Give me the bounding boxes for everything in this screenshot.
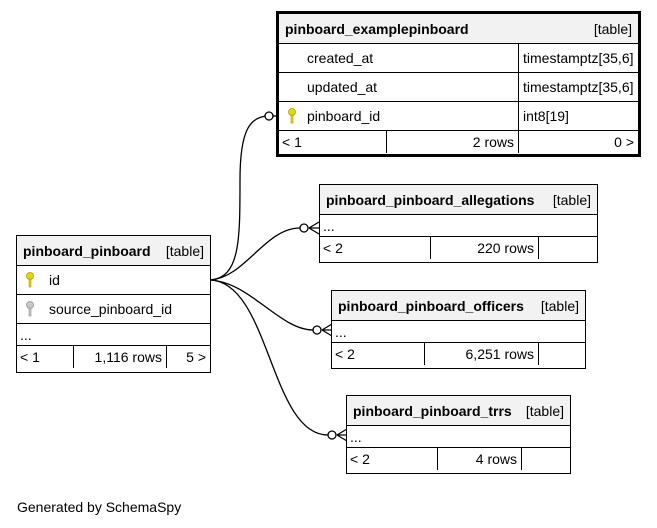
zero-marker — [264, 111, 274, 121]
table-name[interactable]: pinboard_pinboard_trrs — [353, 402, 512, 419]
parents-count[interactable]: < 1 — [17, 346, 74, 368]
table-header: pinboard_examplepinboard [table] — [279, 14, 638, 44]
primary-key-icon — [17, 272, 43, 288]
column-row[interactable]: created_at timestamptz[35,6] — [279, 44, 638, 73]
table-stats: < 1 2 rows 0 > — [279, 131, 638, 153]
table-kind: [table] — [593, 20, 632, 37]
table-stats: < 2 220 rows — [320, 237, 597, 259]
parents-count[interactable]: < 2 — [332, 343, 425, 365]
children-count[interactable] — [522, 448, 570, 470]
table-name[interactable]: pinboard_pinboard_officers — [338, 297, 524, 314]
crowfoot-officers — [321, 323, 333, 337]
table-pinboard-pinboard-officers[interactable]: pinboard_pinboard_officers [table] ... <… — [331, 290, 586, 369]
column-name: pinboard_id — [307, 108, 381, 124]
column-name: source_pinboard_id — [49, 301, 172, 317]
crowfoot-trrs — [336, 428, 348, 442]
column-row[interactable]: id — [17, 266, 210, 295]
row-count: 1,116 rows — [74, 346, 167, 368]
parents-count[interactable]: < 2 — [347, 448, 438, 470]
children-count[interactable] — [539, 237, 597, 259]
column-name: updated_at — [307, 79, 378, 95]
table-pinboard-pinboard-allegations[interactable]: pinboard_pinboard_allegations [table] ..… — [319, 184, 598, 263]
more-columns: ... — [332, 321, 585, 343]
table-kind: [table] — [552, 191, 591, 208]
column-type: timestamptz[35,6] — [523, 79, 634, 95]
children-count[interactable]: 0 > — [614, 134, 634, 150]
table-pinboard-pinboard[interactable]: pinboard_pinboard [table] id source_pinb… — [16, 235, 211, 373]
table-stats: < 1 1,116 rows 5 > — [17, 346, 210, 368]
column-row[interactable]: pinboard_id int8[19] — [279, 102, 638, 131]
table-header: pinboard_pinboard_officers [table] — [332, 291, 585, 321]
crowfoot-allegations — [308, 221, 320, 235]
table-name[interactable]: pinboard_pinboard — [23, 242, 151, 259]
column-type: timestamptz[35,6] — [523, 50, 634, 66]
table-header: pinboard_pinboard_trrs [table] — [347, 396, 570, 426]
zero-marker — [327, 430, 337, 440]
table-kind: [table] — [540, 297, 579, 314]
zero-marker — [299, 223, 309, 233]
row-count: 2 rows — [387, 131, 519, 153]
row-count: 220 rows — [431, 237, 539, 259]
more-columns: ... — [347, 426, 570, 448]
row-count: 4 rows — [438, 448, 522, 470]
table-pinboard-examplepinboard[interactable]: pinboard_examplepinboard [table] created… — [276, 11, 641, 157]
children-count[interactable] — [539, 343, 585, 365]
table-name[interactable]: pinboard_pinboard_allegations — [326, 191, 535, 208]
table-pinboard-pinboard-trrs[interactable]: pinboard_pinboard_trrs [table] ... < 2 4… — [346, 395, 571, 474]
link-officers — [209, 279, 314, 331]
generator-credit: Generated by SchemaSpy — [17, 499, 182, 515]
foreign-key-icon — [17, 301, 43, 317]
parents-count[interactable]: < 1 — [279, 131, 387, 153]
children-count[interactable]: 5 > — [186, 349, 206, 365]
more-columns: ... — [17, 324, 210, 346]
row-count: 6,251 rows — [425, 343, 539, 365]
column-name: created_at — [307, 50, 374, 66]
table-stats: < 2 4 rows — [347, 448, 570, 470]
table-stats: < 2 6,251 rows — [332, 343, 585, 365]
column-row[interactable]: source_pinboard_id — [17, 295, 210, 324]
table-header: pinboard_pinboard [table] — [17, 236, 210, 266]
link-allegations — [209, 227, 301, 281]
table-kind: [table] — [165, 242, 204, 259]
parents-count[interactable]: < 2 — [320, 237, 431, 259]
column-row[interactable]: updated_at timestamptz[35,6] — [279, 73, 638, 102]
table-kind: [table] — [525, 402, 564, 419]
more-columns: ... — [320, 215, 597, 237]
link-examplepinboard — [209, 115, 270, 281]
link-trrs — [209, 279, 329, 436]
table-name[interactable]: pinboard_examplepinboard — [285, 20, 469, 37]
column-type: int8[19] — [523, 108, 569, 124]
table-header: pinboard_pinboard_allegations [table] — [320, 185, 597, 215]
primary-key-icon — [287, 108, 307, 124]
column-name: id — [49, 272, 60, 288]
zero-marker — [312, 325, 322, 335]
